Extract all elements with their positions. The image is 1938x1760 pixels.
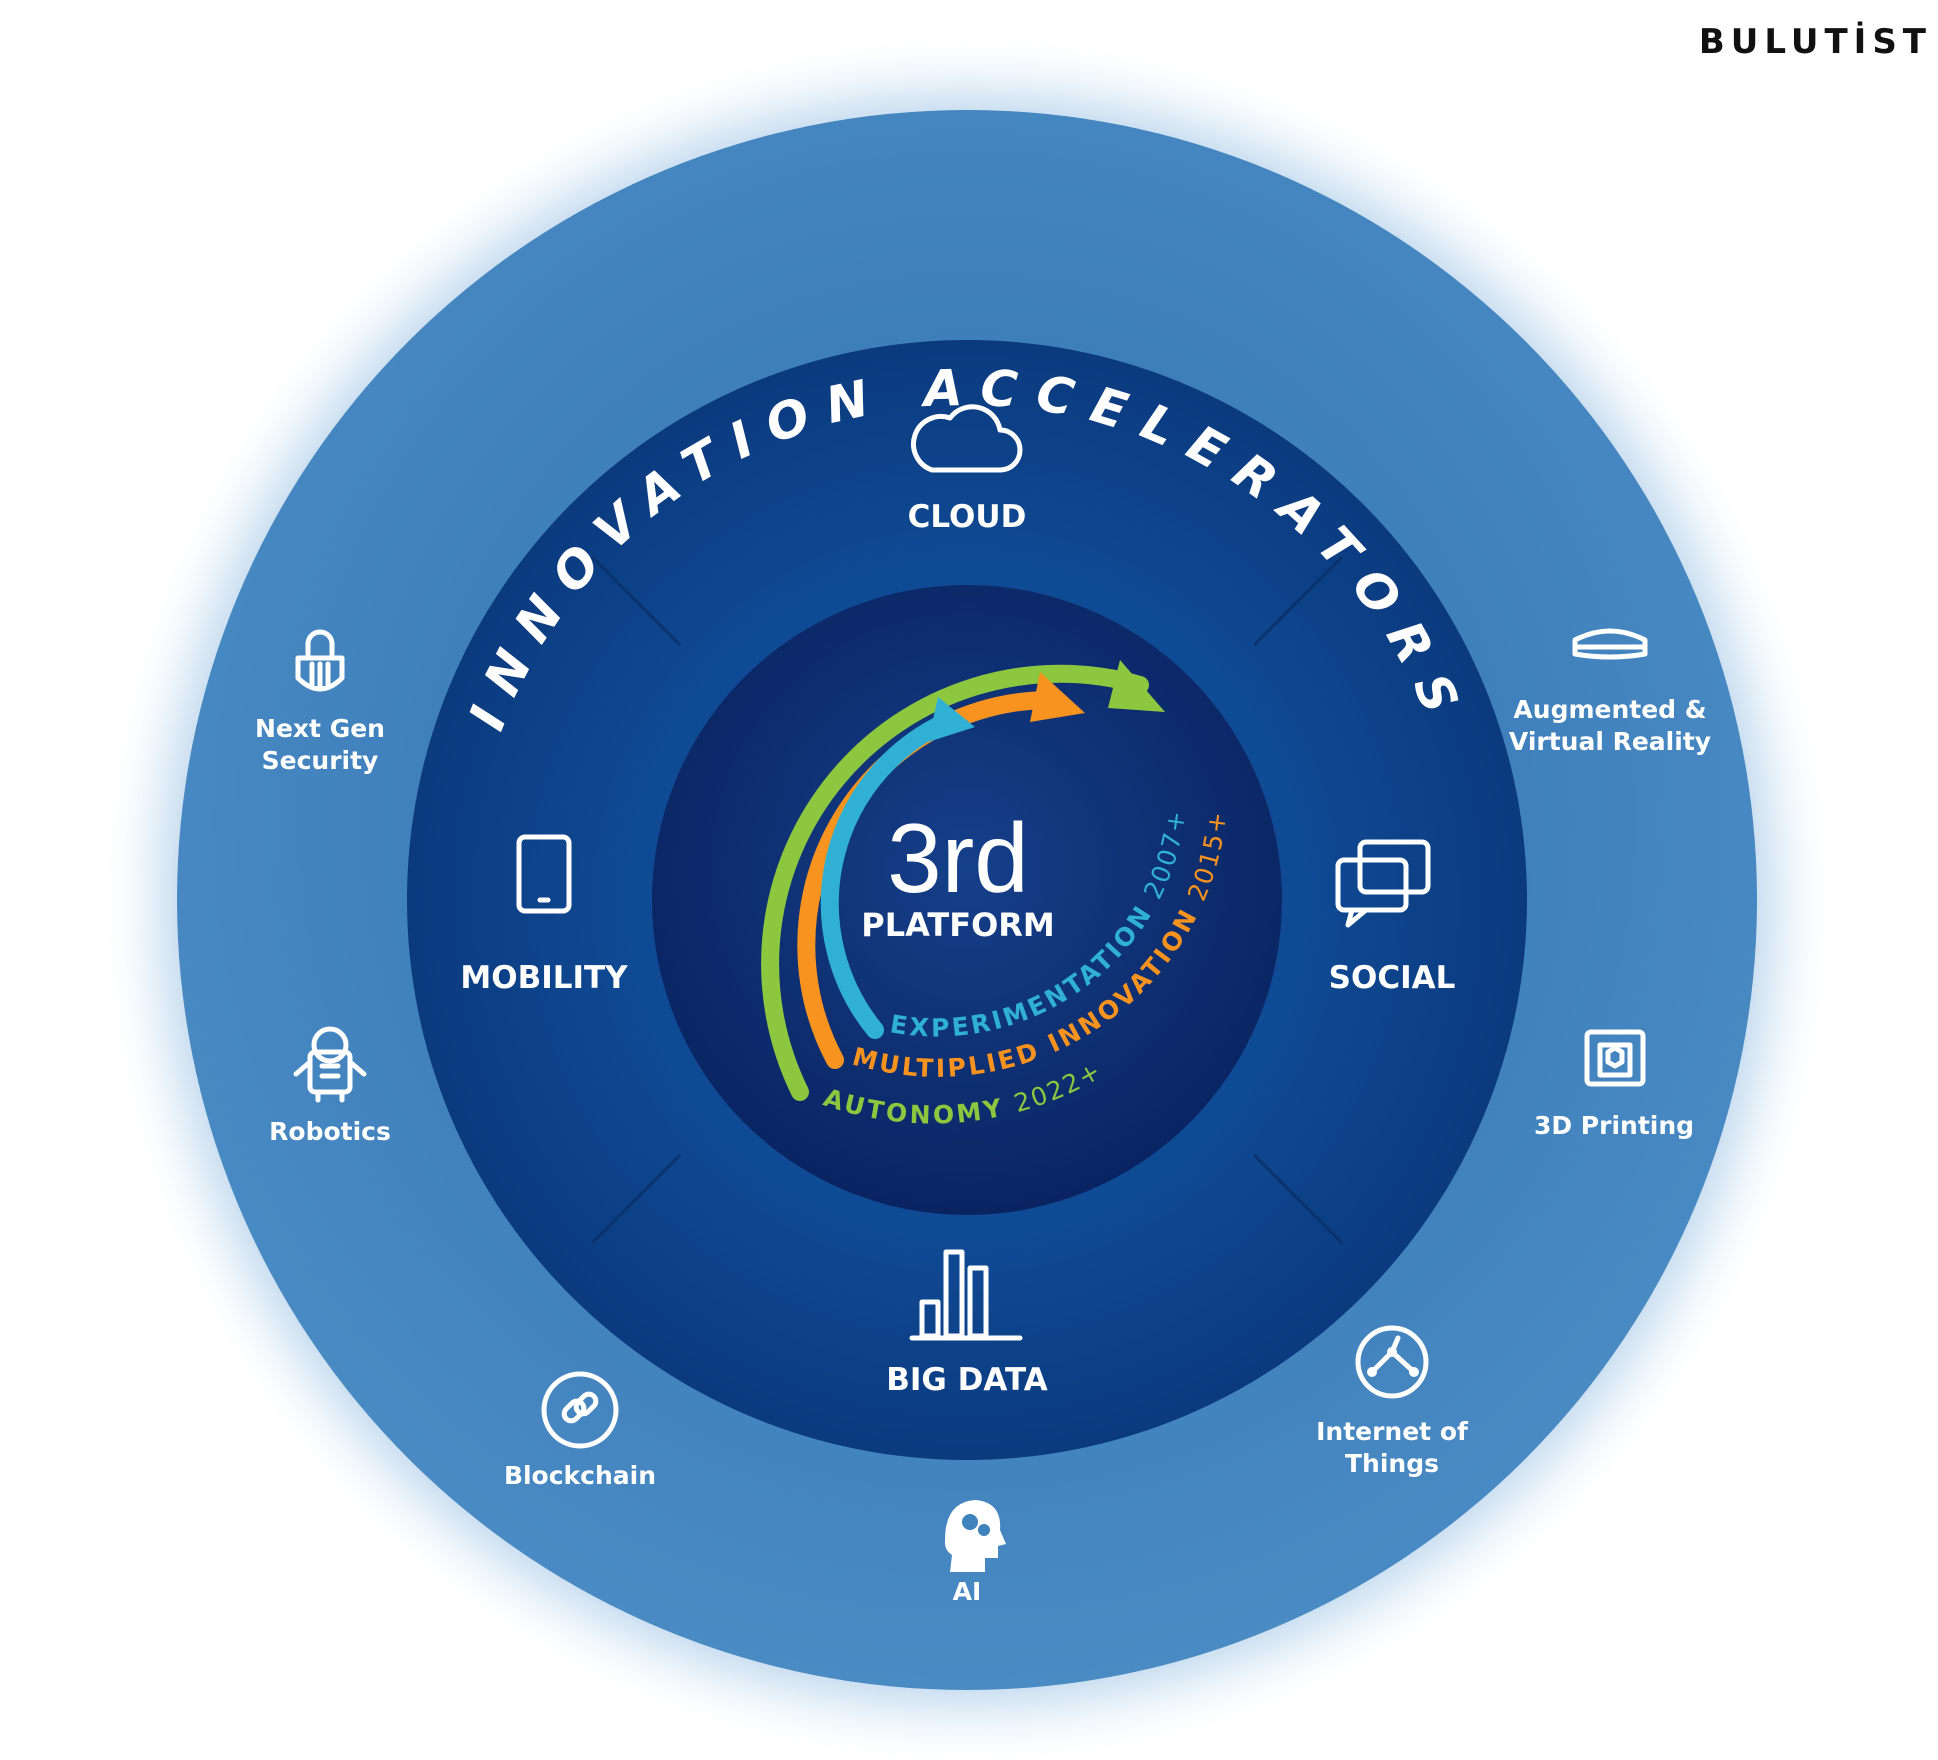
acc-label-iot-line2: Things: [1345, 1449, 1439, 1478]
accelerator-security: Next Gen Security: [255, 629, 385, 775]
era-arcs: [761, 660, 1165, 1101]
core-label-big-data: BIG DATA: [886, 1362, 1047, 1398]
acc-label-ar-vr-line2: Virtual Reality: [1509, 727, 1711, 756]
center-small-text: PLATFORM: [861, 906, 1055, 944]
accelerator-ai: AI: [944, 1500, 1006, 1606]
acc-label-blockchain: Blockchain: [504, 1461, 656, 1490]
acc-label-ar-vr-line1: Augmented &: [1513, 695, 1706, 724]
brain-head-icon: [944, 1500, 1006, 1572]
multiplied-arrowhead: [1030, 672, 1085, 722]
3d-printer-icon: [1584, 1029, 1646, 1087]
autonomy-arc: [761, 664, 1149, 1101]
acc-label-security-line1: Next Gen: [255, 714, 385, 743]
padlock-icon: [295, 629, 345, 692]
core-label-cloud: CLOUD: [908, 499, 1027, 535]
center-big-text: 3rd: [887, 803, 1029, 913]
core-label-social: SOCIAL: [1329, 960, 1456, 996]
acc-label-iot-line1: Internet of: [1316, 1417, 1469, 1446]
acc-label-ai: AI: [953, 1577, 982, 1606]
brand-name: BULUTİST: [1698, 22, 1932, 62]
cloud-icon: [910, 404, 1023, 473]
experimentation-arc: [820, 711, 959, 1039]
autonomy-arrowhead: [1108, 660, 1165, 712]
brand-logo: BULUTİST: [1699, 18, 1938, 66]
network-globe-icon: [1355, 1325, 1429, 1399]
core-social: SOCIAL: [1329, 839, 1456, 996]
chat-bubbles-icon: [1335, 839, 1431, 928]
bar-chart-icon: [909, 1249, 1023, 1341]
core-cloud: CLOUD: [908, 404, 1027, 535]
core-dividers: [590, 555, 1344, 1245]
experimentation-arrowhead: [928, 697, 975, 742]
core-mobility: MOBILITY: [460, 834, 628, 996]
tablet-icon: [516, 834, 572, 914]
chain-link-icon: [541, 1371, 619, 1449]
acc-label-robotics: Robotics: [269, 1117, 391, 1146]
accelerator-robotics: Robotics: [269, 1026, 391, 1146]
center-circle: [652, 585, 1282, 1215]
accelerator-blockchain: Blockchain: [504, 1371, 656, 1490]
acc-label-3d-printing: 3D Printing: [1534, 1111, 1694, 1140]
core-big-data: BIG DATA: [886, 1249, 1048, 1398]
accelerator-3d-printing: 3D Printing: [1534, 1029, 1694, 1140]
accelerator-iot: Internet of Things: [1316, 1325, 1469, 1478]
acc-label-security-line2: Security: [262, 746, 379, 775]
robot-icon: [293, 1026, 367, 1103]
accelerator-ar-vr: Augmented & Virtual Reality: [1509, 628, 1711, 756]
core-label-mobility: MOBILITY: [460, 960, 628, 996]
vr-headset-icon: [1572, 628, 1648, 660]
